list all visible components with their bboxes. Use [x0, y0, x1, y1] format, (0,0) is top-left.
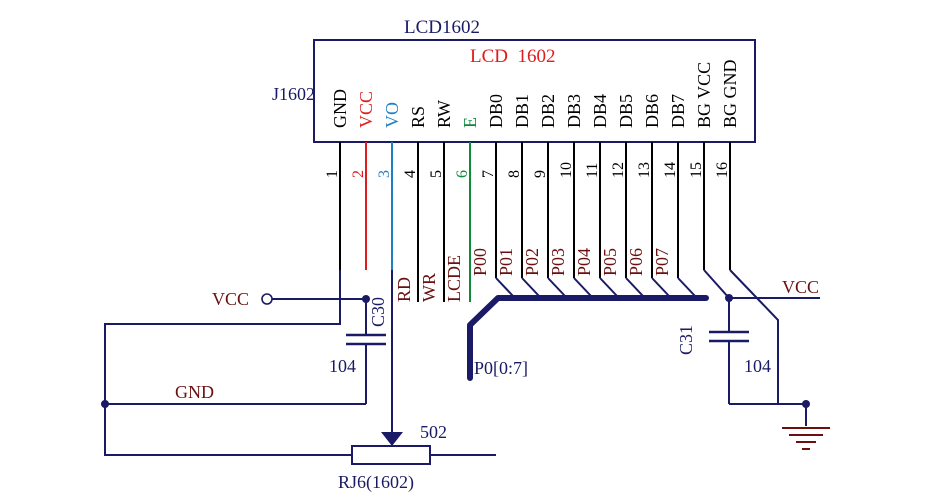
- pin-label: DB5: [616, 94, 636, 128]
- c30-value: 104: [329, 356, 356, 376]
- c31-ref: C31: [676, 325, 696, 355]
- pin-label: RW: [434, 100, 454, 128]
- pin-label: DB0: [486, 94, 506, 128]
- net-label-p06: P06: [626, 248, 646, 276]
- vcc-right-label: VCC: [782, 277, 819, 297]
- pin-label: DB4: [590, 94, 610, 128]
- pin-label: VCC: [356, 91, 376, 128]
- net-label-p05: P05: [600, 248, 620, 276]
- net-label-p04: P04: [574, 248, 594, 276]
- pin-number: 16: [714, 162, 731, 178]
- pin-label: BG VCC: [694, 62, 714, 128]
- pin-number: 9: [532, 170, 549, 178]
- net-label-p02: P02: [522, 248, 542, 276]
- data-bus: [467, 295, 709, 381]
- pin-number: 8: [506, 170, 523, 178]
- lcd-title: LCD1602: [404, 17, 480, 38]
- pin-labels: GND VCC VO RS RW E DB0 DB1 DB2 DB3 DB4 DB5 DB6 DB7 BG …: [330, 59, 740, 128]
- pot-body: [351, 445, 431, 465]
- vcc-left-label: VCC: [212, 289, 249, 309]
- net-label-rd: RD: [394, 277, 414, 302]
- pin-label: BG GND: [720, 59, 740, 128]
- pin-number: 13: [636, 162, 653, 178]
- bus-label: P0[0:7]: [474, 358, 528, 378]
- net-label-p03: P03: [548, 248, 568, 276]
- pin-label: DB7: [668, 94, 688, 128]
- pin-label: DB3: [564, 94, 584, 128]
- pin-number: 10: [558, 162, 575, 178]
- pot-ref: RJ6(1602): [338, 472, 414, 493]
- lcd-module-label: LCD 1602: [470, 46, 556, 67]
- pin-number: 2: [350, 170, 367, 178]
- gnd-label: GND: [175, 382, 214, 402]
- lcd-module-box: [313, 39, 756, 143]
- net-label-p00: P00: [470, 248, 490, 276]
- pot-wiper-arrow: [381, 432, 403, 446]
- bus-entries: [495, 277, 696, 297]
- net-label-p07: P07: [652, 248, 672, 276]
- pot-value: 502: [420, 422, 447, 442]
- pin-number: 5: [428, 170, 445, 178]
- net-label-wr: WR: [419, 273, 439, 302]
- pin-number: 3: [376, 170, 393, 178]
- pin-label: VO: [382, 102, 402, 128]
- pin-number: 11: [584, 163, 601, 178]
- pin-label: DB1: [512, 94, 532, 128]
- pin-label: E: [460, 117, 480, 128]
- net-label-p01: P01: [496, 248, 516, 276]
- connector-ref: J1602: [272, 84, 315, 104]
- net-label-lcde: LCDE: [444, 255, 464, 302]
- c30-ref: C30: [368, 297, 388, 327]
- pin-number: 6: [454, 170, 471, 178]
- vcc-left-terminal: [261, 293, 273, 305]
- pin-number: 4: [402, 170, 419, 178]
- c31-value: 104: [744, 356, 771, 376]
- pin-label: RS: [408, 106, 428, 128]
- junction-gnd-left: [101, 400, 109, 408]
- pin-label: DB2: [538, 94, 558, 128]
- pin-number: 14: [662, 162, 679, 178]
- pin-label: DB6: [642, 94, 662, 128]
- ground-icon: [782, 427, 830, 450]
- pin-wires: [339, 142, 731, 302]
- pin-number: 1: [324, 170, 341, 178]
- pin-number: 12: [610, 162, 627, 178]
- pin-number: 7: [480, 170, 497, 178]
- pin-number: 15: [688, 162, 705, 178]
- pin-label: GND: [330, 89, 350, 128]
